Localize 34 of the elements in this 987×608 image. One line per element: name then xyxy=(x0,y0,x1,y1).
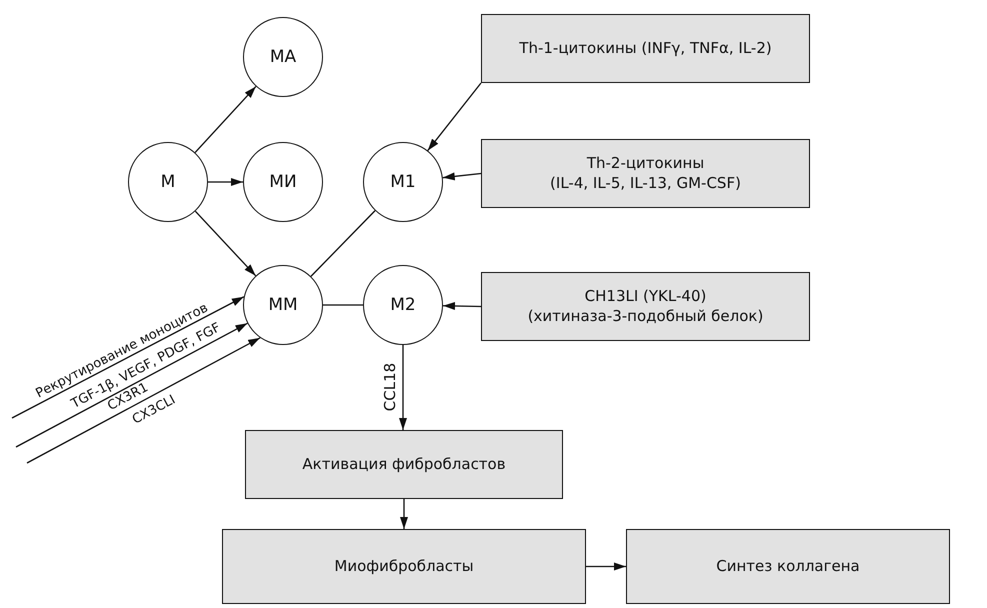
node-label: Синтез коллагена xyxy=(716,556,860,576)
arrow xyxy=(427,82,482,151)
arrow xyxy=(16,322,248,448)
node-label: Th-2-цитокины xyxy=(586,154,704,174)
arrow xyxy=(194,86,256,153)
arrow xyxy=(208,178,243,186)
arrow xyxy=(442,172,482,180)
node-label: Th-1-цитокины (INFγ, TNFα, IL-2) xyxy=(519,38,772,58)
process-box xyxy=(626,529,950,604)
process-box xyxy=(481,139,810,208)
process-box xyxy=(222,529,586,604)
node-label: МА xyxy=(270,47,296,67)
cell-circle xyxy=(243,265,323,345)
arrow xyxy=(194,210,256,276)
arrow xyxy=(26,337,260,464)
node-label: МИ xyxy=(269,172,297,192)
edge-label: CCL18 xyxy=(381,362,399,412)
arrow xyxy=(12,296,244,419)
process-box xyxy=(481,272,810,341)
arrow xyxy=(399,345,407,430)
node-label: (IL-4, IL-5, IL-13, GM-CSF) xyxy=(550,174,741,193)
process-box xyxy=(245,430,563,499)
node-label: ММ xyxy=(268,295,298,315)
arrow xyxy=(586,562,626,570)
node-label: (хитиназа-3-подобный белок) xyxy=(528,306,764,326)
node-label: М2 xyxy=(390,295,416,315)
node-label: CH13LI (YKL-40) xyxy=(584,287,706,306)
node-label: М1 xyxy=(390,172,416,192)
arrow xyxy=(442,302,482,310)
arrow xyxy=(400,499,408,529)
node-label: Активация фибробластов xyxy=(302,454,506,474)
node-label: М xyxy=(160,172,176,192)
node-label: Миофибробласты xyxy=(334,556,474,576)
process-box xyxy=(481,14,810,83)
